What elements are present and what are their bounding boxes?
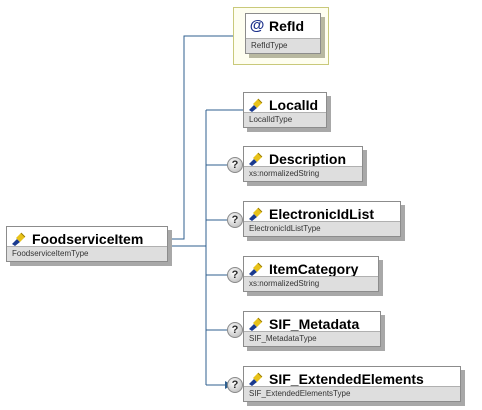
element-node-localid[interactable]: LocalId LocalIdType <box>243 92 331 132</box>
element-name: ItemCategory <box>269 261 359 277</box>
optional-question-icon: ? <box>227 157 243 173</box>
attribute-icon: @ <box>249 17 265 34</box>
element-name: SIF_Metadata <box>269 316 360 332</box>
element-icon <box>249 372 263 386</box>
connector-attribute <box>170 35 233 240</box>
element-node-description[interactable]: Description xs:normalizedString <box>243 146 367 186</box>
optional-question-icon: ? <box>227 267 243 283</box>
attribute-node-refid[interactable]: @ RefId RefIdType <box>245 13 325 58</box>
optional-question-icon: ? <box>227 212 243 228</box>
optional-question-icon: ? <box>227 322 243 338</box>
element-icon <box>249 262 263 276</box>
element-icon <box>249 317 263 331</box>
element-node-sif-extendedelements[interactable]: SIF_ExtendedElements SIF_ExtendedElement… <box>243 366 465 406</box>
element-type: LocalIdType <box>244 112 326 127</box>
element-type: xs:normalizedString <box>244 166 362 181</box>
element-icon <box>249 152 263 166</box>
root-node[interactable]: FoodserviceItem FoodserviceItemType <box>6 226 172 266</box>
attribute-type: RefIdType <box>246 38 320 53</box>
element-icon <box>249 207 263 221</box>
element-node-sif-metadata[interactable]: SIF_Metadata SIF_MetadataType <box>243 311 385 351</box>
element-name: ElectronicIdList <box>269 206 375 222</box>
element-type: SIF_ExtendedElementsType <box>244 386 460 401</box>
element-icon <box>249 98 263 112</box>
element-name: SIF_ExtendedElements <box>269 371 424 387</box>
element-name: Description <box>269 151 347 167</box>
element-name: LocalId <box>269 97 319 113</box>
element-node-electronicidlist[interactable]: ElectronicIdList ElectronicIdListType <box>243 201 405 241</box>
element-type: SIF_MetadataType <box>244 331 380 346</box>
optional-question-icon: ? <box>227 377 243 393</box>
root-type: FoodserviceItemType <box>7 246 167 261</box>
element-type: xs:normalizedString <box>244 276 378 291</box>
element-icon <box>12 232 26 246</box>
root-name: FoodserviceItem <box>32 231 144 247</box>
element-type: ElectronicIdListType <box>244 221 400 236</box>
element-node-itemcategory[interactable]: ItemCategory xs:normalizedString <box>243 256 383 296</box>
attribute-name: RefId <box>269 18 304 34</box>
